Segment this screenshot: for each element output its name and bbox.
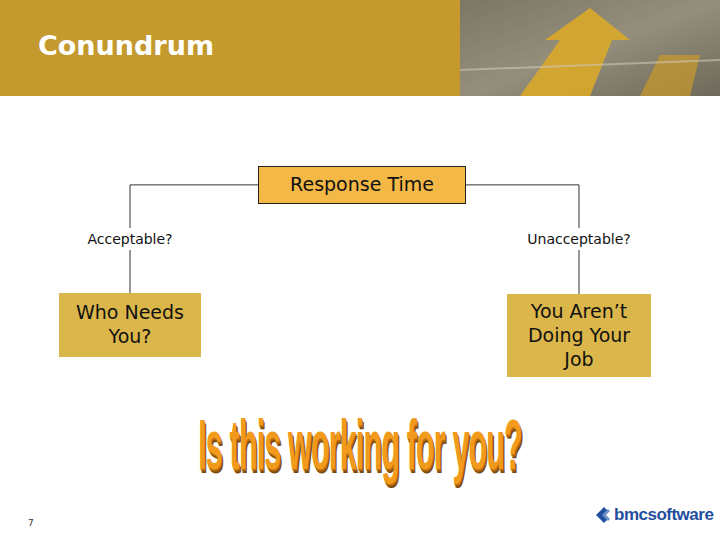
node-text: Response Time <box>290 173 434 197</box>
logo-icon <box>596 507 610 523</box>
page-number: 7 <box>28 518 34 528</box>
node-text: You Aren’t Doing Your Job <box>513 300 645 371</box>
node-text: Who Needs You? <box>65 301 195 349</box>
company-logo: bmcsoftware <box>614 505 713 525</box>
title-band <box>0 0 460 96</box>
branch-label: Acceptable? <box>83 228 176 250</box>
outcome-box: Who Needs You? <box>59 293 201 357</box>
slogan-wordart: Is this working for you? <box>198 406 522 486</box>
root-box: Response Time <box>258 166 466 204</box>
outcome-box: You Aren’t Doing Your Job <box>507 294 651 377</box>
branch-label: Unacceptable? <box>523 228 634 250</box>
slide-title: Conundrum <box>38 30 214 61</box>
road-photo <box>460 0 720 96</box>
